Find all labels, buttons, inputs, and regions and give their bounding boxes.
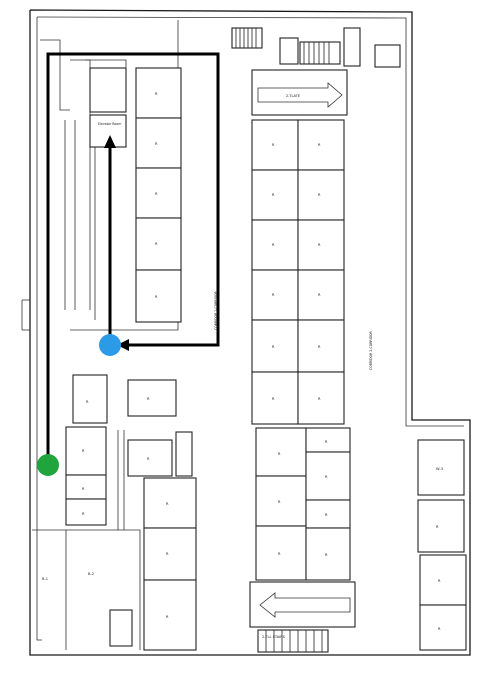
room-top-left-small bbox=[89, 67, 127, 113]
corridor-left-label: CORRIDOR 2-CORRIDOR bbox=[214, 290, 218, 330]
svg-text:R: R bbox=[155, 142, 158, 146]
bottom-corridor bbox=[249, 581, 356, 628]
svg-text:R: R bbox=[318, 345, 321, 349]
corridor-right-label: CORRIDOR 2-CORRIDOR bbox=[369, 330, 373, 370]
svg-text:R: R bbox=[82, 449, 85, 453]
svg-text:R: R bbox=[278, 552, 281, 556]
svg-text:R: R bbox=[166, 615, 169, 619]
bottom-stairs-label: 2-TLL STAIRS bbox=[262, 635, 286, 639]
top-corridor: 2-TLATE bbox=[251, 69, 348, 116]
svg-text:R: R bbox=[86, 400, 89, 404]
center-room-grid: R R R R R R R R R R R R bbox=[251, 119, 345, 425]
svg-text:R: R bbox=[438, 627, 441, 631]
center-lower-rooms: R R R R R R R bbox=[255, 427, 351, 581]
elevator-label: Elevator Room bbox=[98, 122, 121, 126]
svg-text:R: R bbox=[278, 500, 281, 504]
svg-text:R: R bbox=[147, 397, 150, 401]
right-room-label: W-3 bbox=[436, 467, 443, 471]
svg-text:R: R bbox=[438, 579, 441, 583]
building-outline bbox=[21, 9, 471, 656]
bottom-stairs: 2-TLL STAIRS bbox=[257, 629, 329, 653]
destination-marker[interactable] bbox=[99, 334, 121, 356]
top-corridor-label: 2-TLATE bbox=[286, 94, 301, 98]
svg-text:R: R bbox=[82, 487, 85, 491]
svg-text:R: R bbox=[318, 293, 321, 297]
navigation-route bbox=[46, 52, 220, 465]
svg-text:R: R bbox=[272, 193, 275, 197]
svg-text:R: R bbox=[278, 452, 281, 456]
svg-text:R: R bbox=[147, 457, 150, 461]
svg-text:R: R bbox=[166, 502, 169, 506]
svg-text:R: R bbox=[166, 552, 169, 556]
svg-text:R: R bbox=[318, 193, 321, 197]
svg-text:R: R bbox=[155, 242, 158, 246]
lower-left-rooms: R R R R R R R R R B-1 B-2 bbox=[32, 374, 197, 651]
svg-text:R: R bbox=[325, 475, 328, 479]
svg-text:R: R bbox=[272, 143, 275, 147]
right-wing-rooms: W-3 R R R bbox=[417, 439, 467, 651]
left-room-column: R R R R R bbox=[135, 67, 182, 323]
svg-text:R: R bbox=[82, 512, 85, 516]
left-wing: Elevator Room bbox=[40, 20, 179, 331]
svg-text:R: R bbox=[318, 243, 321, 247]
svg-text:R: R bbox=[272, 397, 275, 401]
svg-text:R: R bbox=[318, 143, 321, 147]
svg-text:R: R bbox=[325, 553, 328, 557]
svg-text:R: R bbox=[155, 295, 158, 299]
start-marker[interactable] bbox=[37, 454, 59, 476]
svg-text:R: R bbox=[272, 293, 275, 297]
top-stairs bbox=[231, 27, 401, 68]
bottom-left-label-b: B-2 bbox=[88, 572, 94, 576]
svg-text:R: R bbox=[155, 92, 158, 96]
svg-text:R: R bbox=[318, 397, 321, 401]
svg-text:R: R bbox=[272, 243, 275, 247]
svg-text:R: R bbox=[325, 513, 328, 517]
svg-text:R: R bbox=[155, 192, 158, 196]
svg-text:R: R bbox=[436, 525, 439, 529]
svg-text:R: R bbox=[272, 345, 275, 349]
bottom-left-label-a: B-1 bbox=[42, 577, 48, 581]
svg-text:R: R bbox=[325, 440, 328, 444]
